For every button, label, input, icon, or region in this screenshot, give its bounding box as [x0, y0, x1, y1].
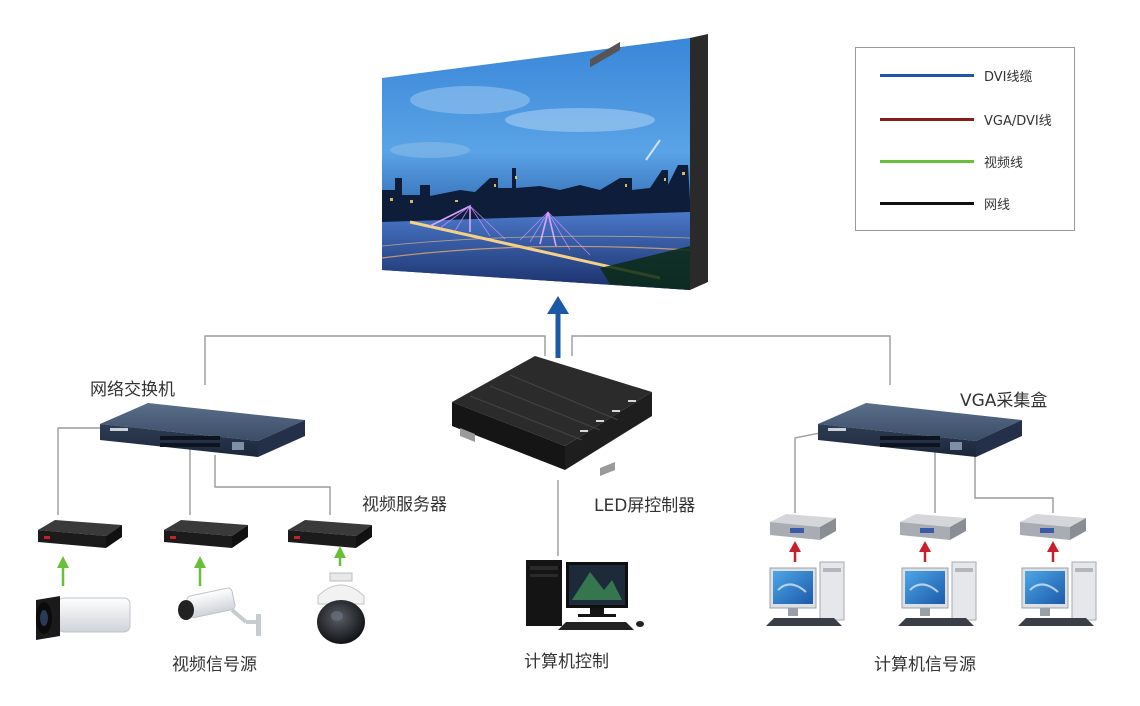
legend-swatch-video	[880, 160, 974, 163]
vga-adapter-3	[1020, 514, 1086, 540]
vga-adapter-1	[770, 514, 836, 540]
vga-box-label: VGA采集盒	[960, 391, 1048, 411]
dvi-arrow	[547, 296, 569, 358]
legend-label-dvi: DVI线缆	[984, 70, 1033, 85]
dome-camera	[317, 572, 365, 644]
legend: DVI线缆 VGA/DVI线 视频线 网线	[855, 47, 1075, 231]
legend-swatch-vga	[880, 118, 974, 121]
led-wall	[381, 34, 708, 290]
legend-item-dvi: DVI线缆	[880, 66, 1070, 86]
led-controller-label: LED屏控制器	[594, 496, 696, 516]
video-server-1	[38, 520, 122, 548]
legend-label-vga: VGA/DVI线	[984, 114, 1052, 129]
box-camera	[178, 587, 261, 636]
network-switch-device	[100, 403, 305, 457]
vga-box-device	[818, 403, 1022, 457]
network-switch-label: 网络交换机	[90, 380, 175, 400]
bullet-camera	[36, 596, 131, 640]
legend-label-network: 网线	[984, 198, 1011, 213]
vga-arrows	[789, 541, 1059, 562]
legend-item-network: 网线	[880, 194, 1070, 214]
video-source-label: 视频信号源	[172, 655, 257, 675]
legend-item-vga: VGA/DVI线	[880, 110, 1070, 130]
legend-swatch-dvi	[880, 74, 974, 77]
legend-item-video: 视频线	[880, 152, 1070, 172]
source-computer-3	[1018, 561, 1097, 626]
video-server-2	[164, 520, 248, 548]
source-computer-1	[766, 561, 845, 626]
led-controller-device	[452, 42, 652, 476]
vga-adapter-2	[900, 514, 966, 540]
computer-control-label: 计算机控制	[524, 652, 609, 672]
computer-source-label: 计算机信号源	[874, 655, 976, 675]
legend-label-video: 视频线	[984, 156, 1024, 171]
control-computer	[526, 560, 644, 630]
source-computer-2	[898, 561, 977, 626]
video-arrows	[57, 546, 346, 586]
video-server-3	[288, 520, 372, 548]
legend-swatch-network	[880, 202, 974, 205]
video-server-label: 视频服务器	[362, 495, 447, 515]
